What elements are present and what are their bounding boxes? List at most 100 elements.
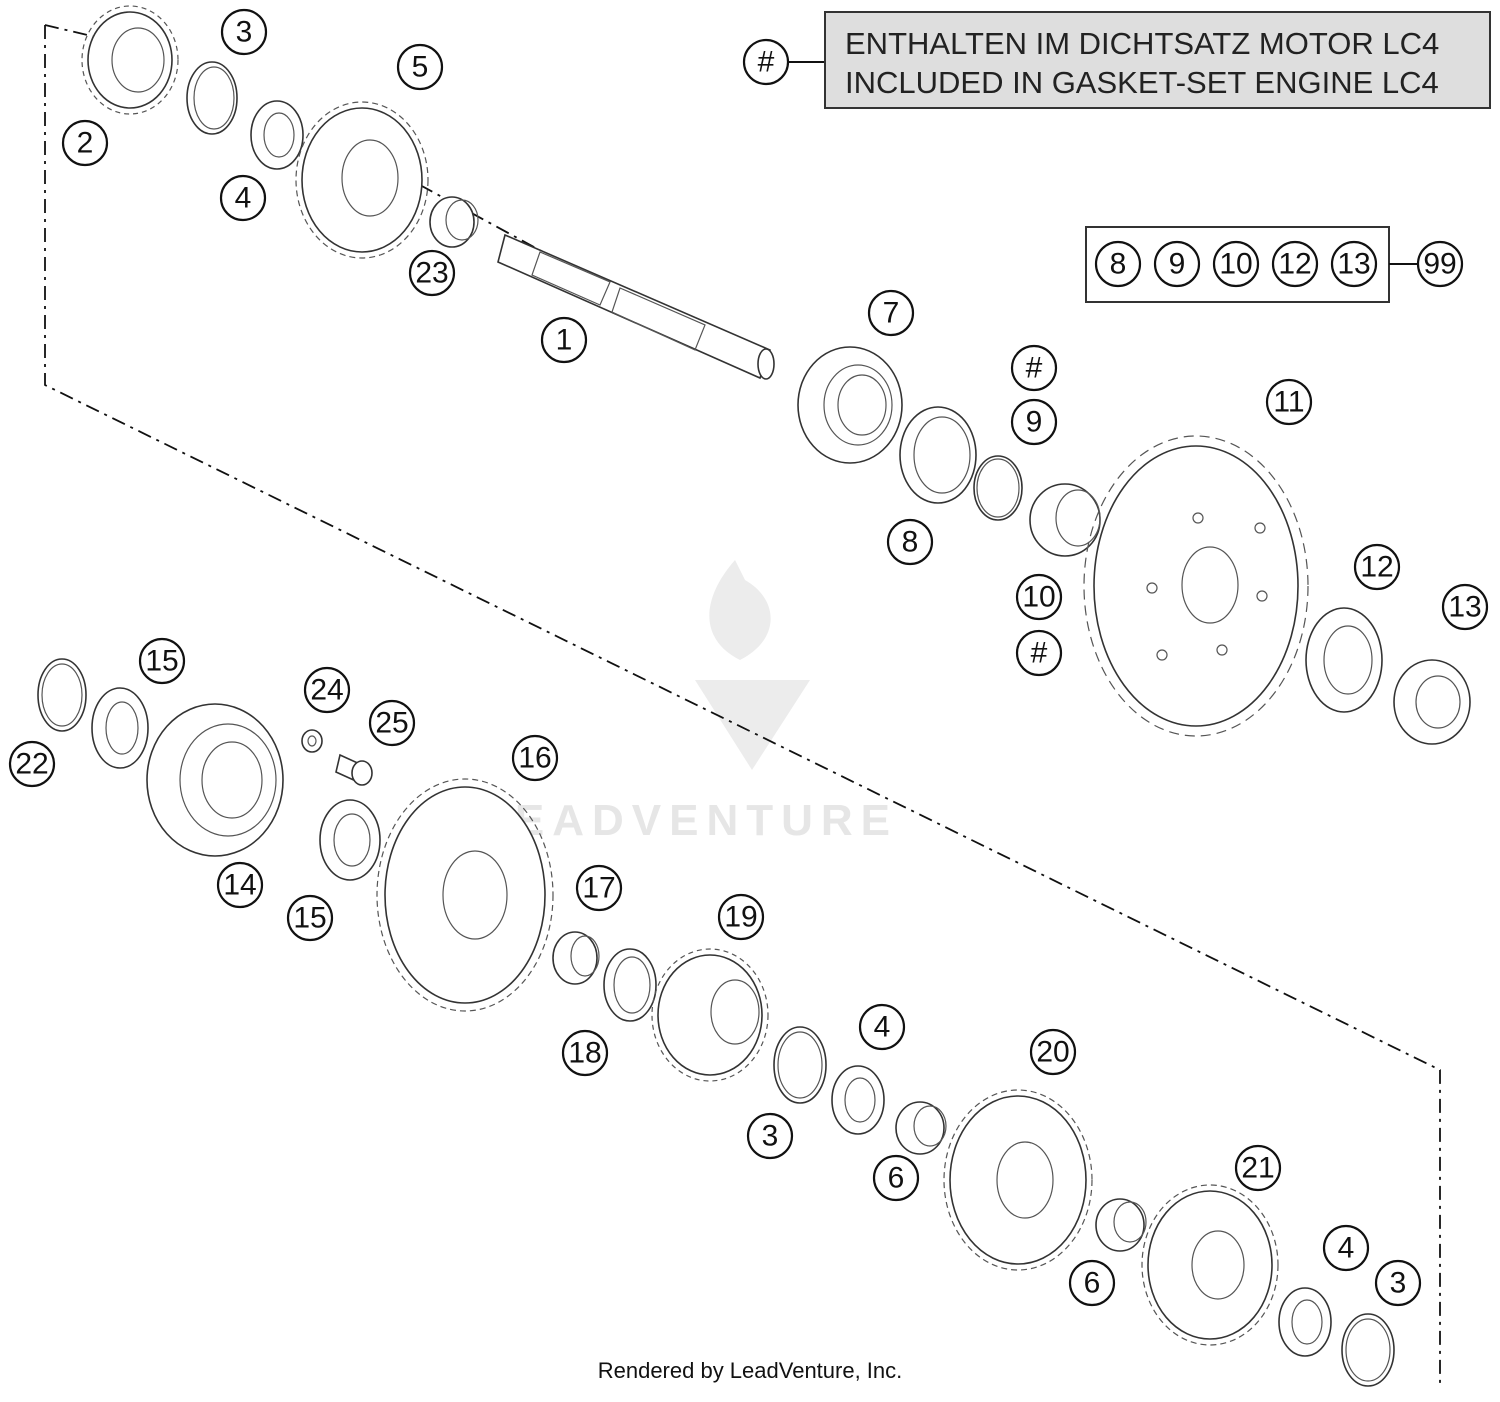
svg-text:15: 15 [293,902,326,935]
svg-text:1: 1 [556,324,573,357]
svg-text:13: 13 [1337,248,1370,281]
kit-member-9: 9 [1153,240,1201,288]
svg-text:14: 14 [223,869,256,902]
callout-12: 12 [1353,543,1401,591]
svg-text:4: 4 [1338,1232,1355,1265]
part-15-washer-lower [319,799,381,881]
callout-16: 16 [511,734,559,782]
kit-number-99: 99 [1416,240,1464,288]
part-3-circlip-end [1341,1313,1395,1387]
part-4-washer-lower [831,1065,885,1135]
callout-18: 18 [561,1029,609,1077]
svg-text:13: 13 [1448,591,1481,624]
callout-9: 9 [1010,398,1058,446]
part-5-gear [295,101,429,259]
svg-text:#: # [1031,637,1048,670]
svg-text:23: 23 [415,257,448,290]
callout-1: 1 [540,316,588,364]
part-18-washer [603,948,657,1022]
svg-text:11: 11 [1273,386,1304,419]
callout-23: 23 [408,249,456,297]
part-4-washer [250,100,304,170]
part-14-bearing [146,703,284,857]
callout-3-lower: 3 [746,1112,794,1160]
watermark-logo [695,560,810,770]
callout-14: 14 [216,861,264,909]
callout-22: 22 [8,740,56,788]
svg-text:22: 22 [15,748,48,781]
svg-text:10: 10 [1219,248,1252,281]
callout-8: 8 [886,518,934,566]
callout-7: 7 [867,289,915,337]
svg-text:9: 9 [1169,248,1186,281]
watermark-text: LEADVENTURE [480,796,898,845]
part-25-screw [335,753,373,786]
svg-text:19: 19 [724,901,757,934]
svg-text:6: 6 [1084,1267,1101,1300]
part-16-gear [376,778,554,1012]
svg-text:8: 8 [1110,248,1127,281]
watermark: LEADVENTURE [480,560,898,845]
svg-text:21: 21 [1241,1152,1274,1185]
callout-6: 6 [872,1154,920,1202]
callout-4: 4 [219,174,267,222]
svg-text:25: 25 [375,707,408,740]
callout-6-lower: 6 [1068,1259,1116,1307]
callouts: 1 2 3 4 5 23 7 # 9 11 8 12 10 13 # 15 24… [8,8,1489,1307]
svg-text:12: 12 [1360,551,1393,584]
part-3-circlip [186,61,238,135]
part-7-bearing [797,346,903,464]
svg-text:15: 15 [145,645,178,678]
svg-text:4: 4 [235,182,252,215]
svg-text:16: 16 [518,742,551,775]
svg-text:4: 4 [874,1011,891,1044]
svg-text:20: 20 [1036,1036,1069,1069]
part-19-gear [651,948,769,1082]
svg-text:3: 3 [1390,1267,1407,1300]
footer-credit: Rendered by LeadVenture, Inc. [597,1358,903,1383]
part-24-small-washer [301,729,323,753]
svg-text:24: 24 [310,674,343,707]
part-15-washer [91,687,149,769]
svg-text:5: 5 [412,51,429,84]
callout-hash-upper: # [1010,344,1058,392]
part-6-bushing [895,1101,947,1155]
part-20-gear [943,1089,1093,1271]
legend-line-1: ENTHALTEN IM DICHTSATZ MOTOR LC4 [845,26,1439,61]
callout-21: 21 [1234,1144,1282,1192]
svg-text:12: 12 [1278,248,1311,281]
callout-5: 5 [396,43,444,91]
svg-text:6: 6 [888,1162,905,1195]
kit-group: 8 9 10 12 13 99 [1085,226,1464,303]
part-3-circlip-lower [773,1026,827,1104]
svg-text:10: 10 [1022,581,1055,614]
callout-10: 10 [1015,573,1063,621]
callout-15-lower: 15 [286,894,334,942]
part-1-main-shaft [497,233,775,380]
callout-2: 2 [61,119,109,167]
callout-4-lower: 4 [858,1003,906,1051]
kit-member-12: 12 [1271,240,1319,288]
callout-4-end: 4 [1322,1224,1370,1272]
part-9-o-ring [973,455,1023,521]
callout-19: 19 [717,893,765,941]
svg-text:3: 3 [762,1120,779,1153]
callout-13: 13 [1441,583,1489,631]
callout-hash-legend: # [742,38,790,86]
assembly-axis-line [44,25,1441,1385]
callout-15-upper: 15 [138,637,186,685]
svg-text:#: # [758,46,775,79]
part-23-bushing [429,196,479,248]
callout-hash-lower: # [1015,629,1063,677]
callout-25: 25 [368,699,416,747]
part-22-circlip [37,658,87,732]
callout-11: 11 [1265,378,1313,426]
part-6-bushing-lower [1095,1198,1147,1252]
part-4-washer-end [1278,1287,1332,1357]
part-17-bushing [552,931,600,985]
callout-17: 17 [575,864,623,912]
kit-member-13: 13 [1330,240,1378,288]
callout-3-end: 3 [1374,1259,1422,1307]
part-12-lock-washer [1305,607,1383,713]
